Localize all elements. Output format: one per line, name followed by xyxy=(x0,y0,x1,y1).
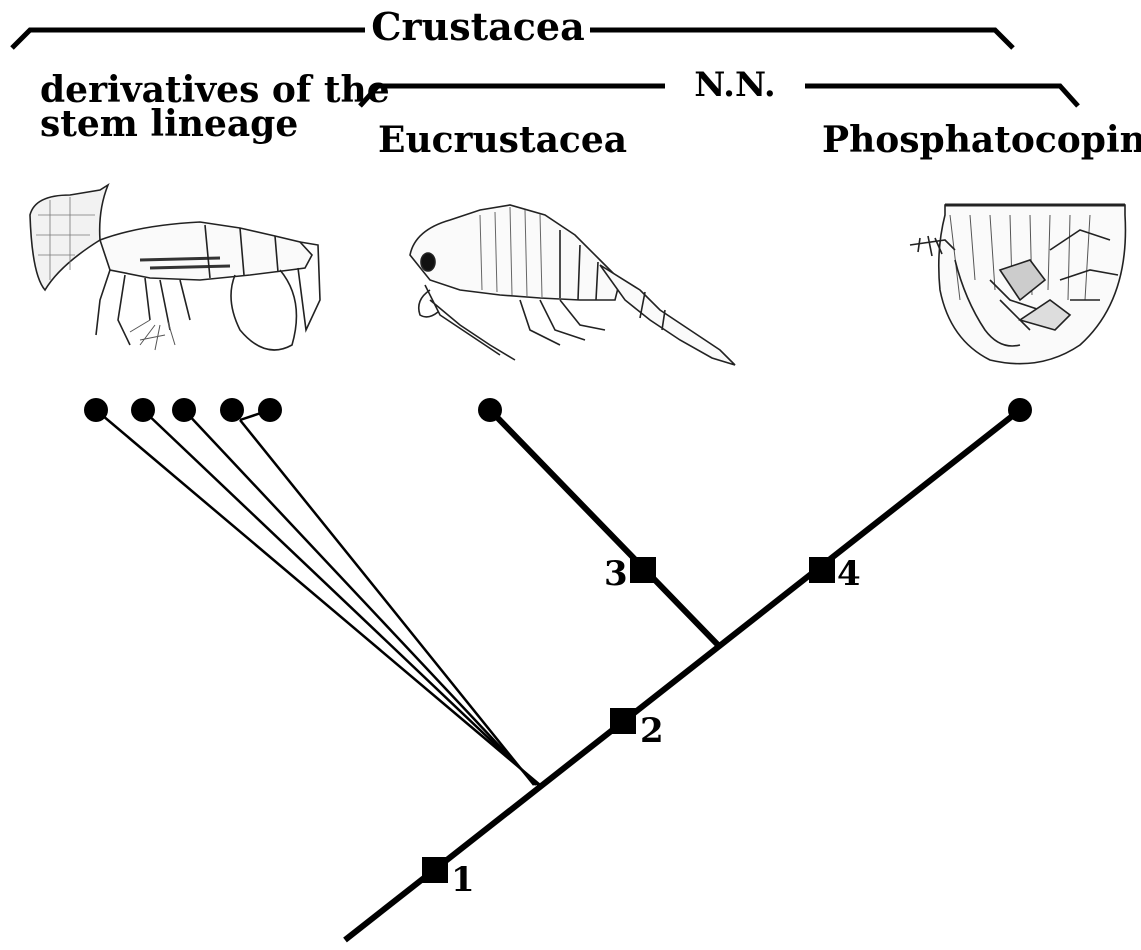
phosphatocopina-label: Phosphatocopina xyxy=(822,119,1141,161)
marker-3-label: 3 xyxy=(604,554,628,594)
terminal-nodes xyxy=(84,398,1032,422)
terminal-node-stem-3 xyxy=(172,398,196,422)
stem-branch-b xyxy=(143,410,538,785)
terminal-node-eucrustacea xyxy=(478,398,502,422)
stem-branch-d xyxy=(240,420,534,785)
eucrustacea-illustration xyxy=(410,205,735,365)
marker-2-square xyxy=(610,708,636,734)
stem-lineage-label-line2: stem lineage xyxy=(40,103,298,145)
terminal-node-phosphatocopina xyxy=(1008,398,1032,422)
terminal-node-stem-4 xyxy=(220,398,244,422)
terminal-node-stem-1 xyxy=(84,398,108,422)
marker-4-label: 4 xyxy=(837,554,861,594)
terminal-node-stem-5 xyxy=(258,398,282,422)
tree-branches xyxy=(96,410,1020,940)
marker-2-label: 2 xyxy=(640,711,664,751)
terminal-node-stem-2 xyxy=(131,398,155,422)
eucrustacea-label: Eucrustacea xyxy=(378,119,627,161)
stem-branch-c xyxy=(184,410,536,785)
nn-label: N.N. xyxy=(694,65,775,105)
marker-4-square xyxy=(809,557,835,583)
marker-3-square xyxy=(630,557,656,583)
marker-1-label: 1 xyxy=(451,860,475,900)
marker-1-square xyxy=(422,857,448,883)
phosphatocopina-illustration xyxy=(910,205,1125,364)
crustacea-label: Crustacea xyxy=(371,4,584,49)
stem-lineage-illustration xyxy=(30,185,320,350)
stem-branch-a xyxy=(96,410,540,785)
eucrustacea-branch xyxy=(490,410,718,645)
